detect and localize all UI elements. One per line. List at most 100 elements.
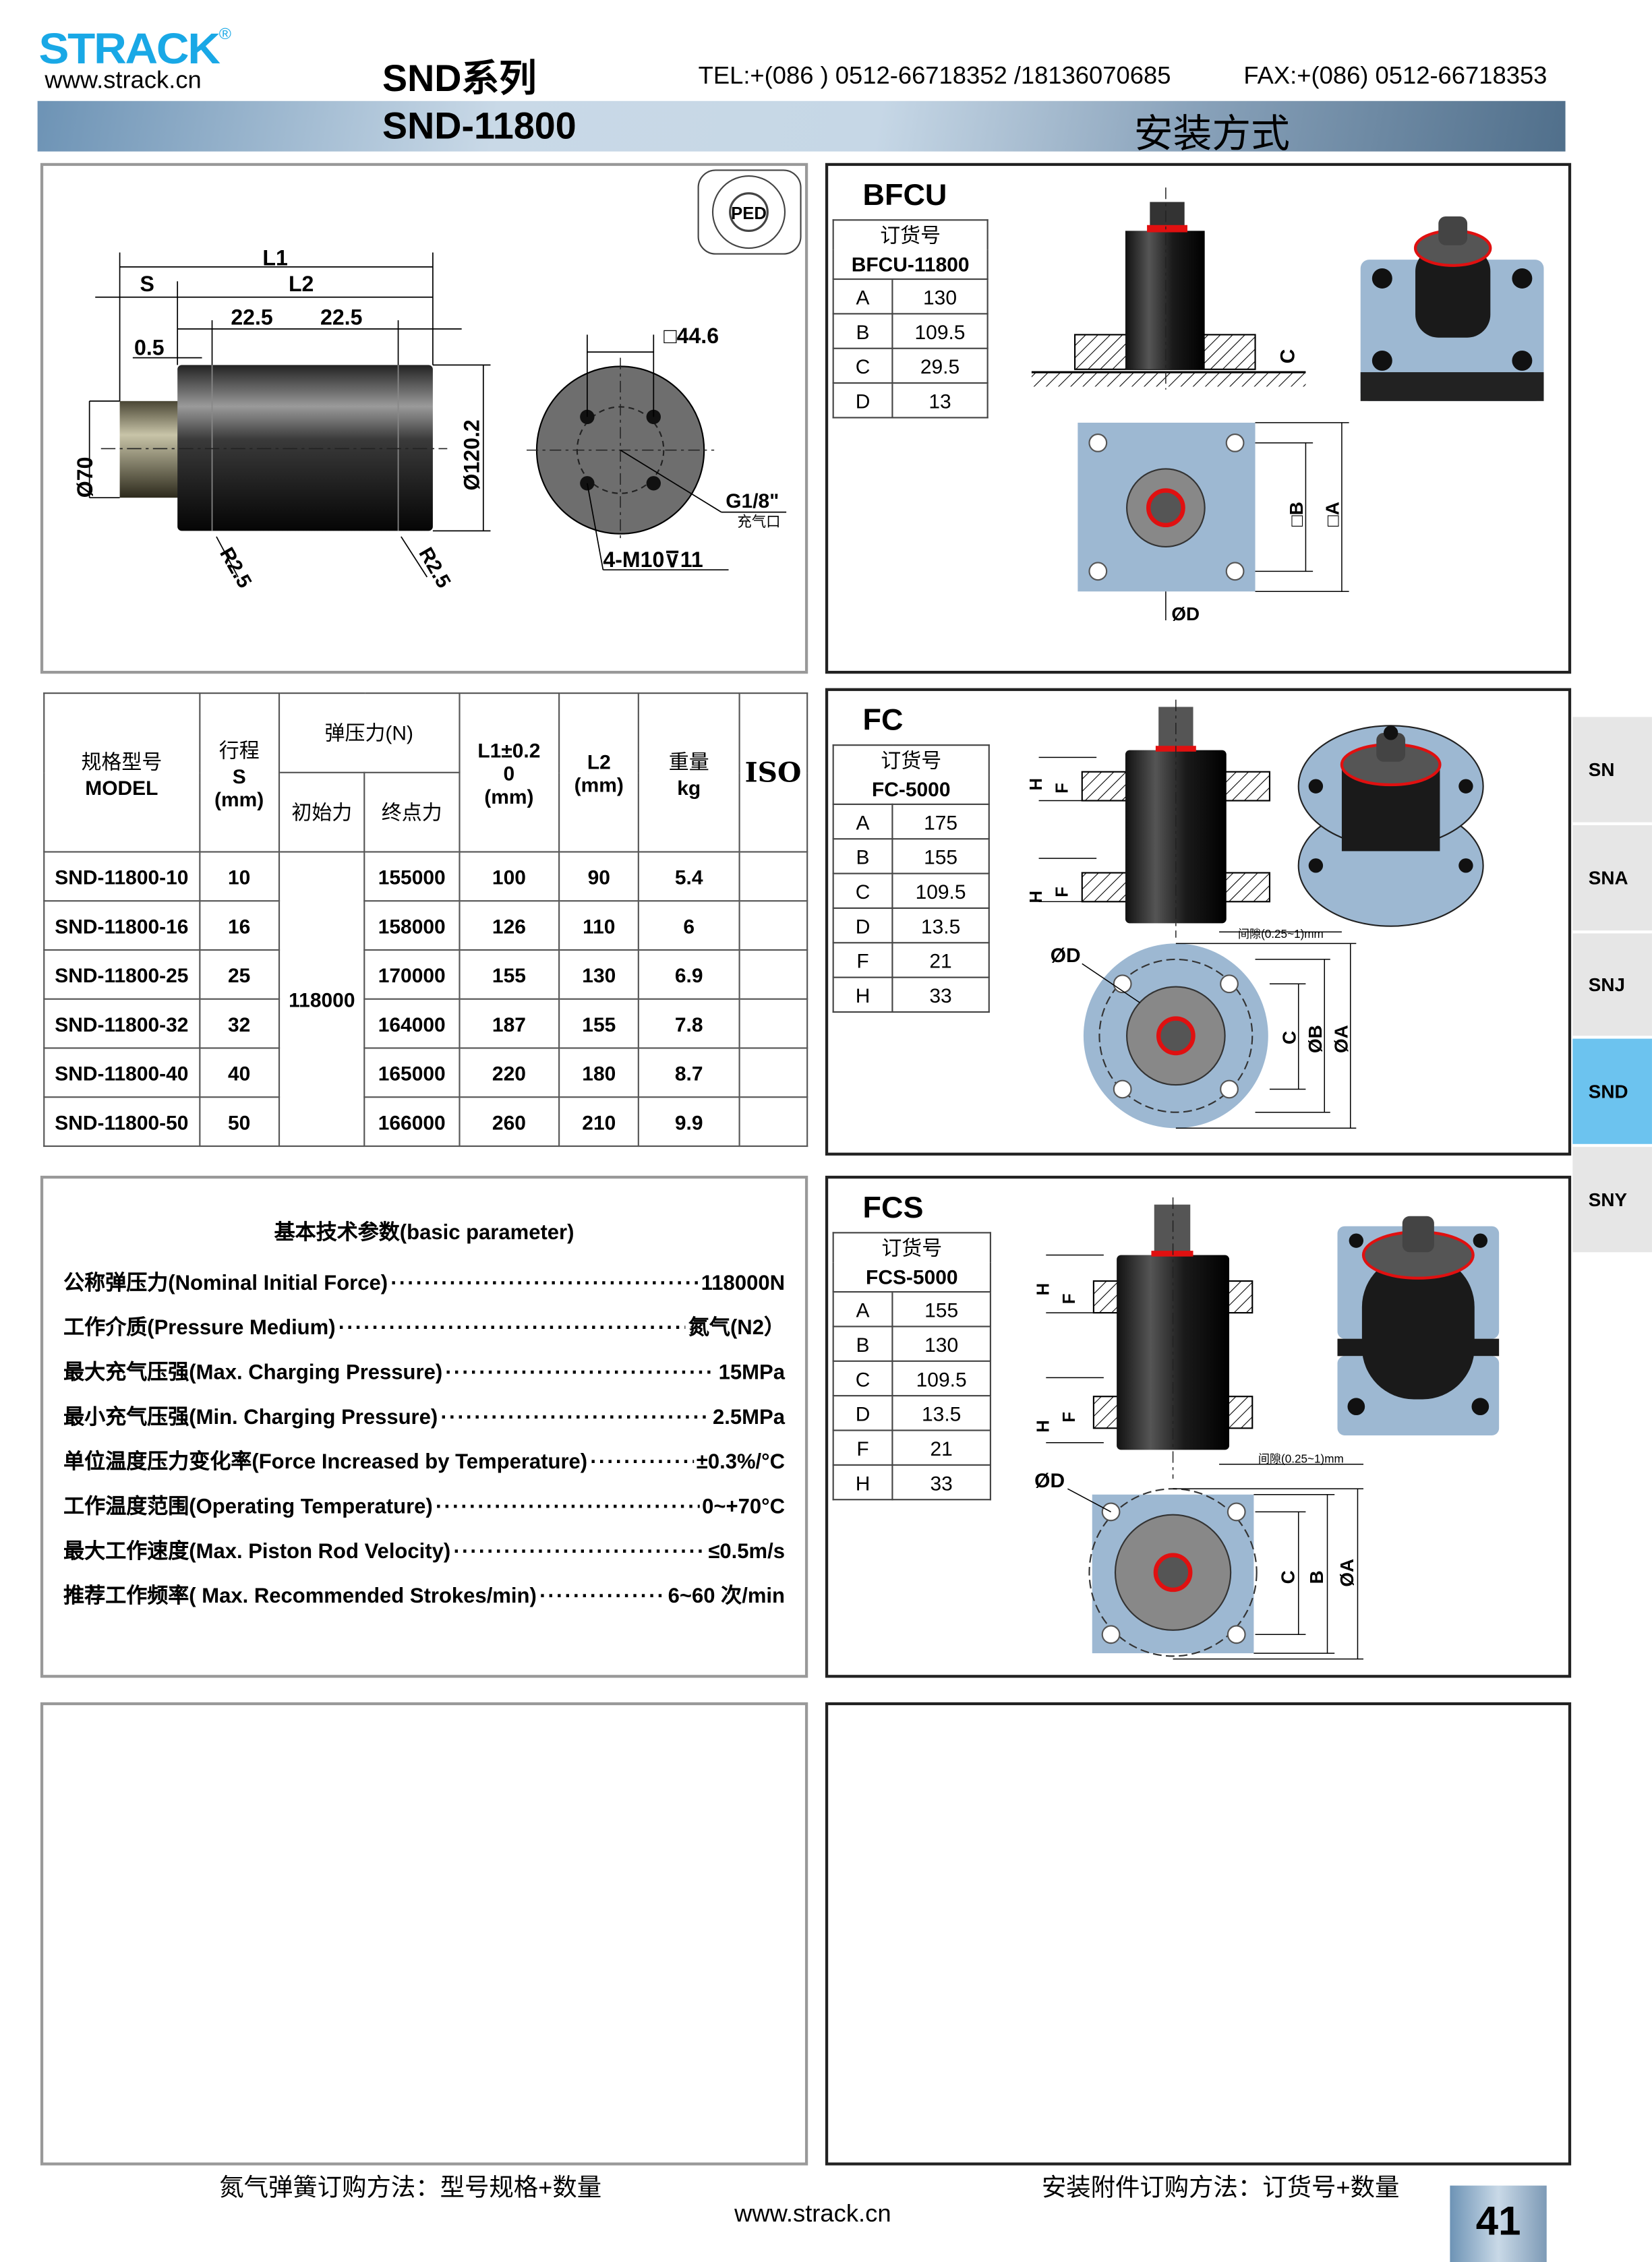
cell-l1: 220	[458, 1047, 560, 1098]
dim-value: 13	[891, 382, 989, 419]
param-label: 公称弹压力(Nominal Initial Force)	[63, 1272, 388, 1296]
port-label: G1/8"	[726, 490, 779, 512]
piston-rod	[119, 400, 181, 498]
param-row: 公称弹压力(Nominal Initial Force)118000N	[63, 1267, 785, 1311]
dim-value: 21	[891, 1429, 991, 1466]
logo-website: www.strack.cn	[45, 66, 202, 94]
param-label: 最小充气压强(Min. Charging Pressure)	[63, 1406, 438, 1430]
fcs-dim-f-2: F	[1060, 1412, 1079, 1423]
fcs-dim-h-1: H	[1034, 1283, 1053, 1296]
header-l1-tol: 0	[503, 761, 515, 784]
order-label: 订货号	[832, 1232, 991, 1263]
footer-website[interactable]: www.strack.cn	[734, 2200, 891, 2228]
dim-value: 33	[891, 1464, 991, 1501]
cell-stroke: 32	[198, 998, 280, 1049]
page-number: 41	[1450, 2185, 1547, 2262]
param-label: 工作温度范围(Operating Temperature)	[63, 1495, 433, 1520]
cell-empty	[738, 949, 808, 1000]
cell-weight: 8.7	[638, 1047, 740, 1098]
cell-weight: 5.4	[638, 851, 740, 902]
dim-value: 21	[891, 942, 990, 978]
cell-model: SND-11800-10	[43, 851, 200, 902]
cell-final-force: 155000	[363, 851, 460, 902]
dim-value: 13.5	[891, 1395, 991, 1431]
side-tab-sny[interactable]: SNY	[1572, 1147, 1652, 1253]
dim-key: B	[832, 313, 893, 349]
cell-stroke: 10	[198, 851, 280, 902]
dim-key: C	[832, 347, 893, 384]
header-stroke-unit: (mm)	[214, 787, 264, 810]
accessory-order-method: 安装附件订购方法：订货号+数量	[1041, 2174, 1400, 2202]
dim-key: F	[832, 1429, 893, 1466]
telephone: TEL:+(086 ) 0512-66718352 /18136070685	[698, 62, 1171, 90]
dim-key: A	[832, 803, 893, 840]
dim-key: F	[832, 942, 893, 978]
end-view: □44.6 G1/8" 充气口 4-M10⊽11	[526, 324, 787, 572]
header-l1-unit: (mm)	[484, 783, 534, 808]
header-model-cn: 规格型号	[81, 749, 163, 773]
fcs-title: FCS	[862, 1191, 924, 1225]
basic-parameters: 基本技术参数(basic parameter) 公称弹压力(Nominal In…	[63, 1216, 785, 1625]
header-force: 弹压力(N)	[278, 692, 460, 773]
cylinder-body	[177, 365, 433, 531]
cell-weight: 9.9	[638, 1096, 740, 1148]
param-value: 2.5MPa	[713, 1406, 785, 1430]
cell-l1: 155	[458, 949, 560, 1000]
dim-value: 155	[891, 1291, 991, 1328]
header-weight-unit: kg	[677, 775, 701, 799]
cell-stroke: 40	[198, 1047, 280, 1098]
bfcu-title: BFCU	[862, 179, 947, 212]
fc-dim-f-1: F	[1053, 783, 1071, 794]
dim-l2: L2	[289, 272, 314, 296]
fc-panel	[825, 688, 1572, 1156]
bfcu-panel	[825, 162, 1572, 674]
side-tab-snd[interactable]: SND	[1572, 1038, 1652, 1144]
param-label: 工作介质(Pressure Medium)	[63, 1317, 336, 1340]
cell-model: SND-11800-32	[43, 998, 200, 1049]
param-row: 工作温度范围(Operating Temperature)0~+70°C	[63, 1490, 785, 1535]
header-model-en: MODEL	[85, 775, 158, 799]
cell-l2: 90	[558, 851, 640, 902]
dim-radius-1: R2.5	[215, 544, 256, 592]
fcs-dim-c: C	[1277, 1570, 1298, 1584]
dim-value: 29.5	[891, 347, 989, 384]
brand-logo: STRACK®	[38, 26, 231, 76]
fcs-dim-b: B	[1306, 1570, 1327, 1584]
dim-l1: L1	[262, 246, 287, 270]
cell-empty	[738, 1047, 808, 1098]
side-tab-sna[interactable]: SNA	[1572, 825, 1652, 931]
side-tab-snj[interactable]: SNJ	[1572, 933, 1652, 1036]
fcs-dim-d: ØD	[1034, 1470, 1065, 1492]
param-value: ±0.3%/°C	[696, 1451, 785, 1475]
dim-body-diameter: Ø120.2	[459, 419, 483, 490]
param-row: 推荐工作频率( Max. Recommended Strokes/min)6~6…	[63, 1580, 785, 1624]
side-tab-sn[interactable]: SN	[1572, 717, 1652, 823]
section-title: 安装方式	[1133, 112, 1290, 156]
param-value: 15MPa	[718, 1361, 785, 1386]
header-stroke-s: S	[232, 763, 246, 787]
param-row: 最大工作速度(Max. Piston Rod Velocity)≤0.5m/s	[63, 1535, 785, 1580]
fax: FAX:+(086) 0512-66718353	[1243, 62, 1547, 90]
series-title: SND系列	[382, 56, 537, 100]
cell-l2: 130	[558, 949, 640, 1000]
fcs-dim-a: ØA	[1336, 1559, 1357, 1587]
dim-value: 130	[891, 1326, 991, 1362]
dim-key: B	[832, 838, 893, 874]
bfcu-drawing: C □B □A ØD	[1031, 187, 1544, 624]
ped-stamp-text: PED	[731, 204, 767, 223]
dim-22-5-b: 22.5	[320, 305, 362, 329]
cell-final-force: 166000	[363, 1096, 460, 1148]
thread-label: 4-M10⊽11	[603, 547, 703, 572]
